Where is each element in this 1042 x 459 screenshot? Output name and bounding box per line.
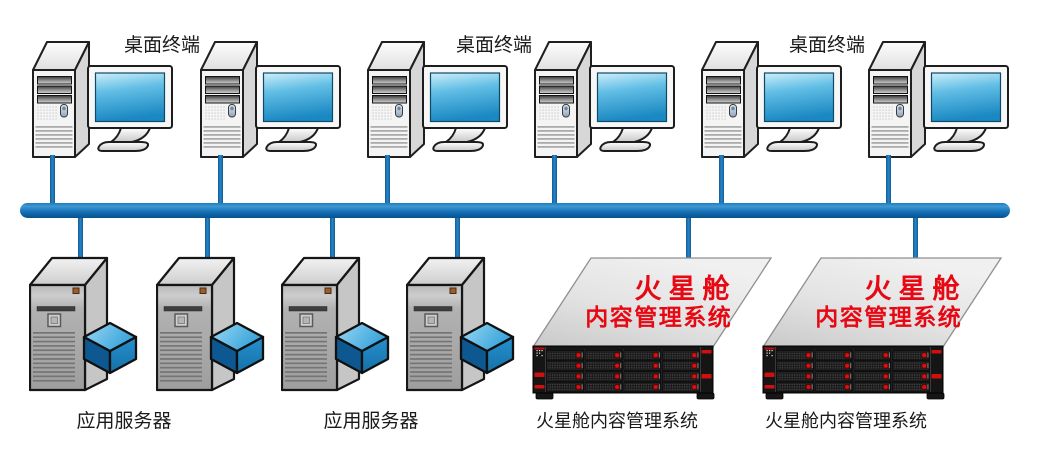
desktop-terminal-label: 桌面终端 [455,34,533,56]
desktop-terminal-icon [199,40,344,162]
cms-system-label: 火星舱内容管理系统 [765,411,927,432]
desktop-terminal-icon [867,40,1012,162]
desktop-terminal-icon [31,40,176,162]
connector-line [552,155,557,205]
connector-line [77,215,83,259]
desktop-terminal-icon [533,40,678,162]
desktop-terminal-icon [366,40,511,162]
cms-logo-line2: 内容管理系统 [585,305,733,331]
cms-logo-line1: 火星舱 [864,274,967,305]
desktop-terminal-icon [700,40,845,162]
connector-line [912,215,918,259]
app-server-icon [281,248,395,394]
connector-line [329,215,335,259]
app-server-label: 应用服务器 [76,410,172,432]
connector-line [685,215,691,259]
cms-logo-line2: 内容管理系统 [815,305,963,331]
connector-line [719,155,724,205]
connector-line [454,215,460,259]
network-bus [20,203,1010,218]
app-server-icon [406,248,520,394]
connector-line [886,155,891,205]
connector-line [204,215,210,259]
app-server-icon [156,248,270,394]
connector-line [385,155,390,205]
app-server-label: 应用服务器 [323,410,419,432]
desktop-terminal-label: 桌面终端 [788,34,866,56]
desktop-terminal-label: 桌面终端 [123,34,201,56]
connector-line [218,155,223,205]
cms-logo-line1: 火星舱 [634,274,737,305]
app-server-icon [29,248,143,394]
connector-line [50,155,55,205]
cms-system-label: 火星舱内容管理系统 [536,411,698,432]
